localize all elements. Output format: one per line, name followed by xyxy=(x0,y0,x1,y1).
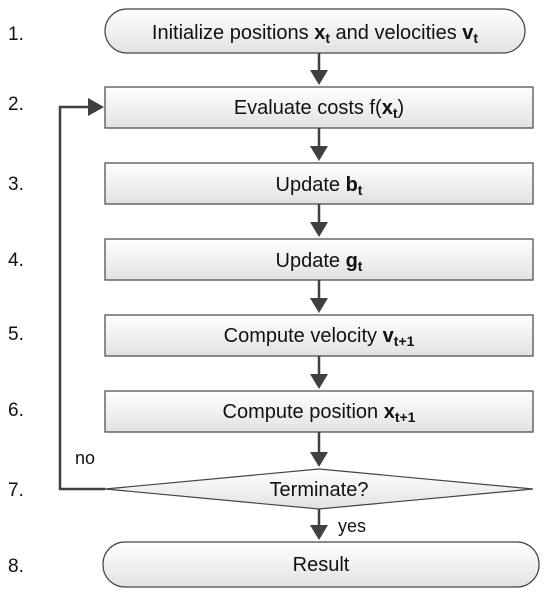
arrow-3-to-4 xyxy=(310,204,328,237)
arrow-5-to-6 xyxy=(310,356,328,389)
node-update-g xyxy=(104,238,534,281)
node-evaluate-costs xyxy=(104,86,534,129)
node-compute-velocity-label: Compute velocity vt+1 xyxy=(224,325,415,349)
step-number-6: 6. xyxy=(8,400,24,421)
node-update-b-label: Update bt xyxy=(276,174,363,198)
node-initialize xyxy=(104,8,526,54)
node-terminate-decision xyxy=(104,468,534,510)
arrow-2-to-3 xyxy=(310,128,328,161)
node-result-label: Result xyxy=(293,554,350,576)
step-number-5: 5. xyxy=(8,324,24,345)
arrow-6-to-7 xyxy=(310,432,328,467)
step-number-8: 8. xyxy=(8,556,24,577)
node-evaluate-costs-label: Evaluate costs f(xt) xyxy=(234,97,404,121)
edge-label-no: no xyxy=(75,448,95,468)
step-number-4: 4. xyxy=(8,250,24,271)
node-result xyxy=(102,541,540,588)
step-number-1: 1. xyxy=(8,24,24,45)
arrow-loop-no xyxy=(58,98,105,491)
arrow-1-to-2 xyxy=(310,53,328,85)
step-number-2: 2. xyxy=(8,94,24,115)
edge-label-yes: yes xyxy=(338,516,366,536)
node-compute-position-label: Compute position xt+1 xyxy=(223,401,416,425)
step-number-3: 3. xyxy=(8,174,24,195)
node-terminate-label: Terminate? xyxy=(270,479,369,501)
step-number-7: 7. xyxy=(8,480,24,501)
arrow-7-to-8-yes xyxy=(310,509,328,540)
node-update-g-label: Update gt xyxy=(276,250,363,274)
node-initialize-label: Initialize positions xt and velocities v… xyxy=(152,22,479,46)
node-update-b xyxy=(104,162,534,205)
arrow-4-to-5 xyxy=(310,280,328,313)
